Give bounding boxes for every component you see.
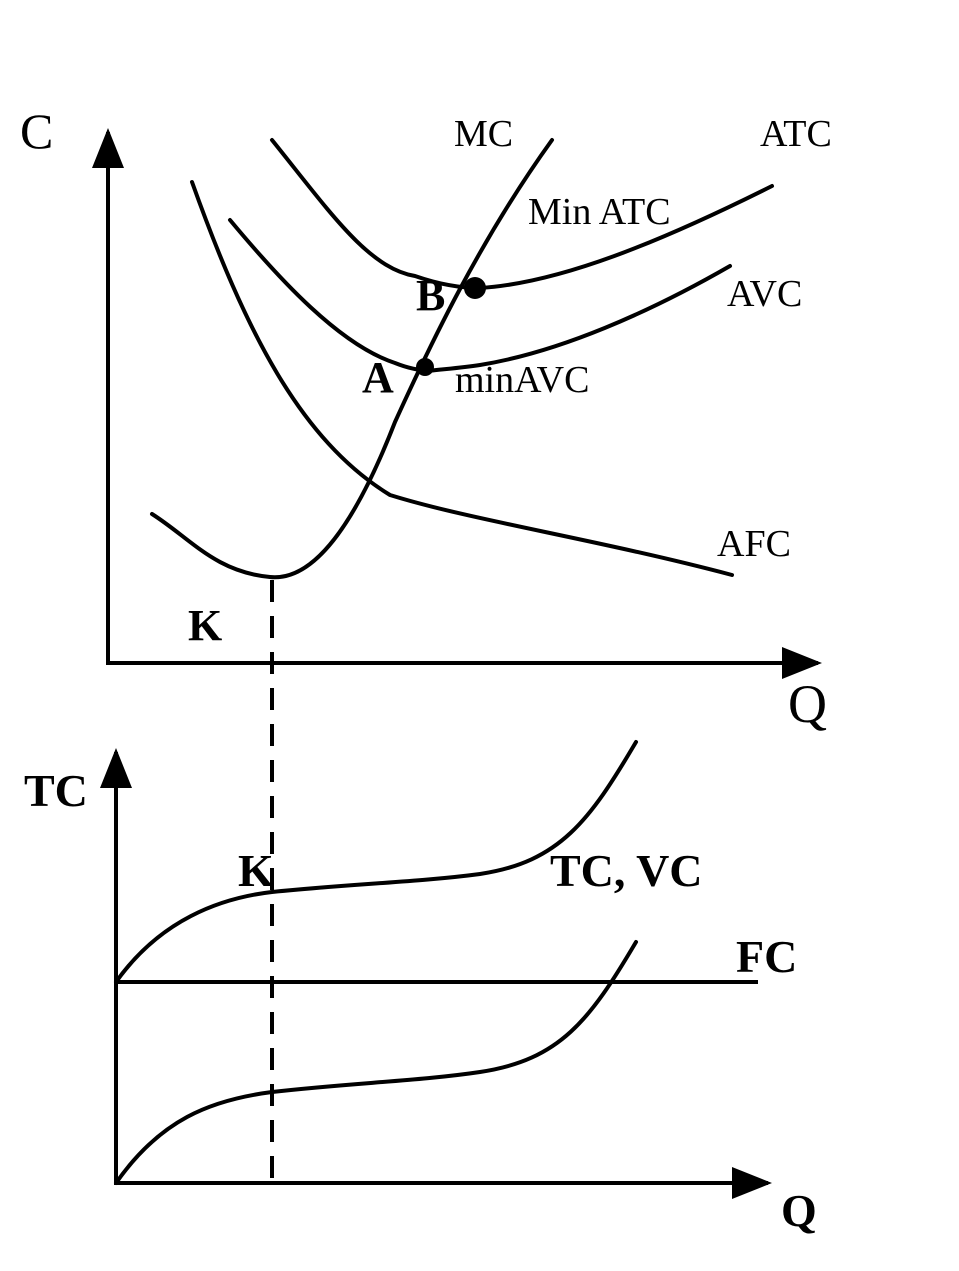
point-k-bottom-label: K — [238, 845, 274, 896]
mc-curve — [150, 138, 554, 580]
point-k-top-label: K — [188, 601, 222, 650]
point-b-label: B — [416, 271, 445, 320]
afc-label: AFC — [717, 523, 791, 565]
top-x-axis-label: Q — [788, 674, 827, 734]
afc-curve — [190, 180, 734, 577]
min-avc-label: minAVC — [455, 359, 589, 401]
bottom-panel: TC Q TC, VC FC K — [24, 740, 817, 1236]
top-y-axis-label: C — [20, 103, 53, 159]
tc-curve — [114, 740, 638, 984]
mc-label: MC — [454, 113, 513, 155]
min-atc-label: Min ATC — [528, 191, 671, 233]
bottom-y-axis-label: TC — [24, 765, 88, 816]
top-panel: C Q MC ATC AVC AFC Min ATC B A minAVC K — [20, 103, 832, 734]
avc-label: AVC — [727, 273, 802, 315]
point-a-marker — [416, 358, 434, 376]
atc-label: ATC — [760, 113, 832, 155]
fc-label: FC — [736, 931, 797, 982]
bottom-x-axis-label: Q — [781, 1185, 817, 1236]
atc-curve — [270, 138, 774, 290]
point-b-marker — [464, 277, 486, 299]
point-a-label: A — [362, 353, 394, 402]
vc-curve — [114, 940, 638, 1185]
tc-vc-label: TC, VC — [550, 845, 703, 896]
